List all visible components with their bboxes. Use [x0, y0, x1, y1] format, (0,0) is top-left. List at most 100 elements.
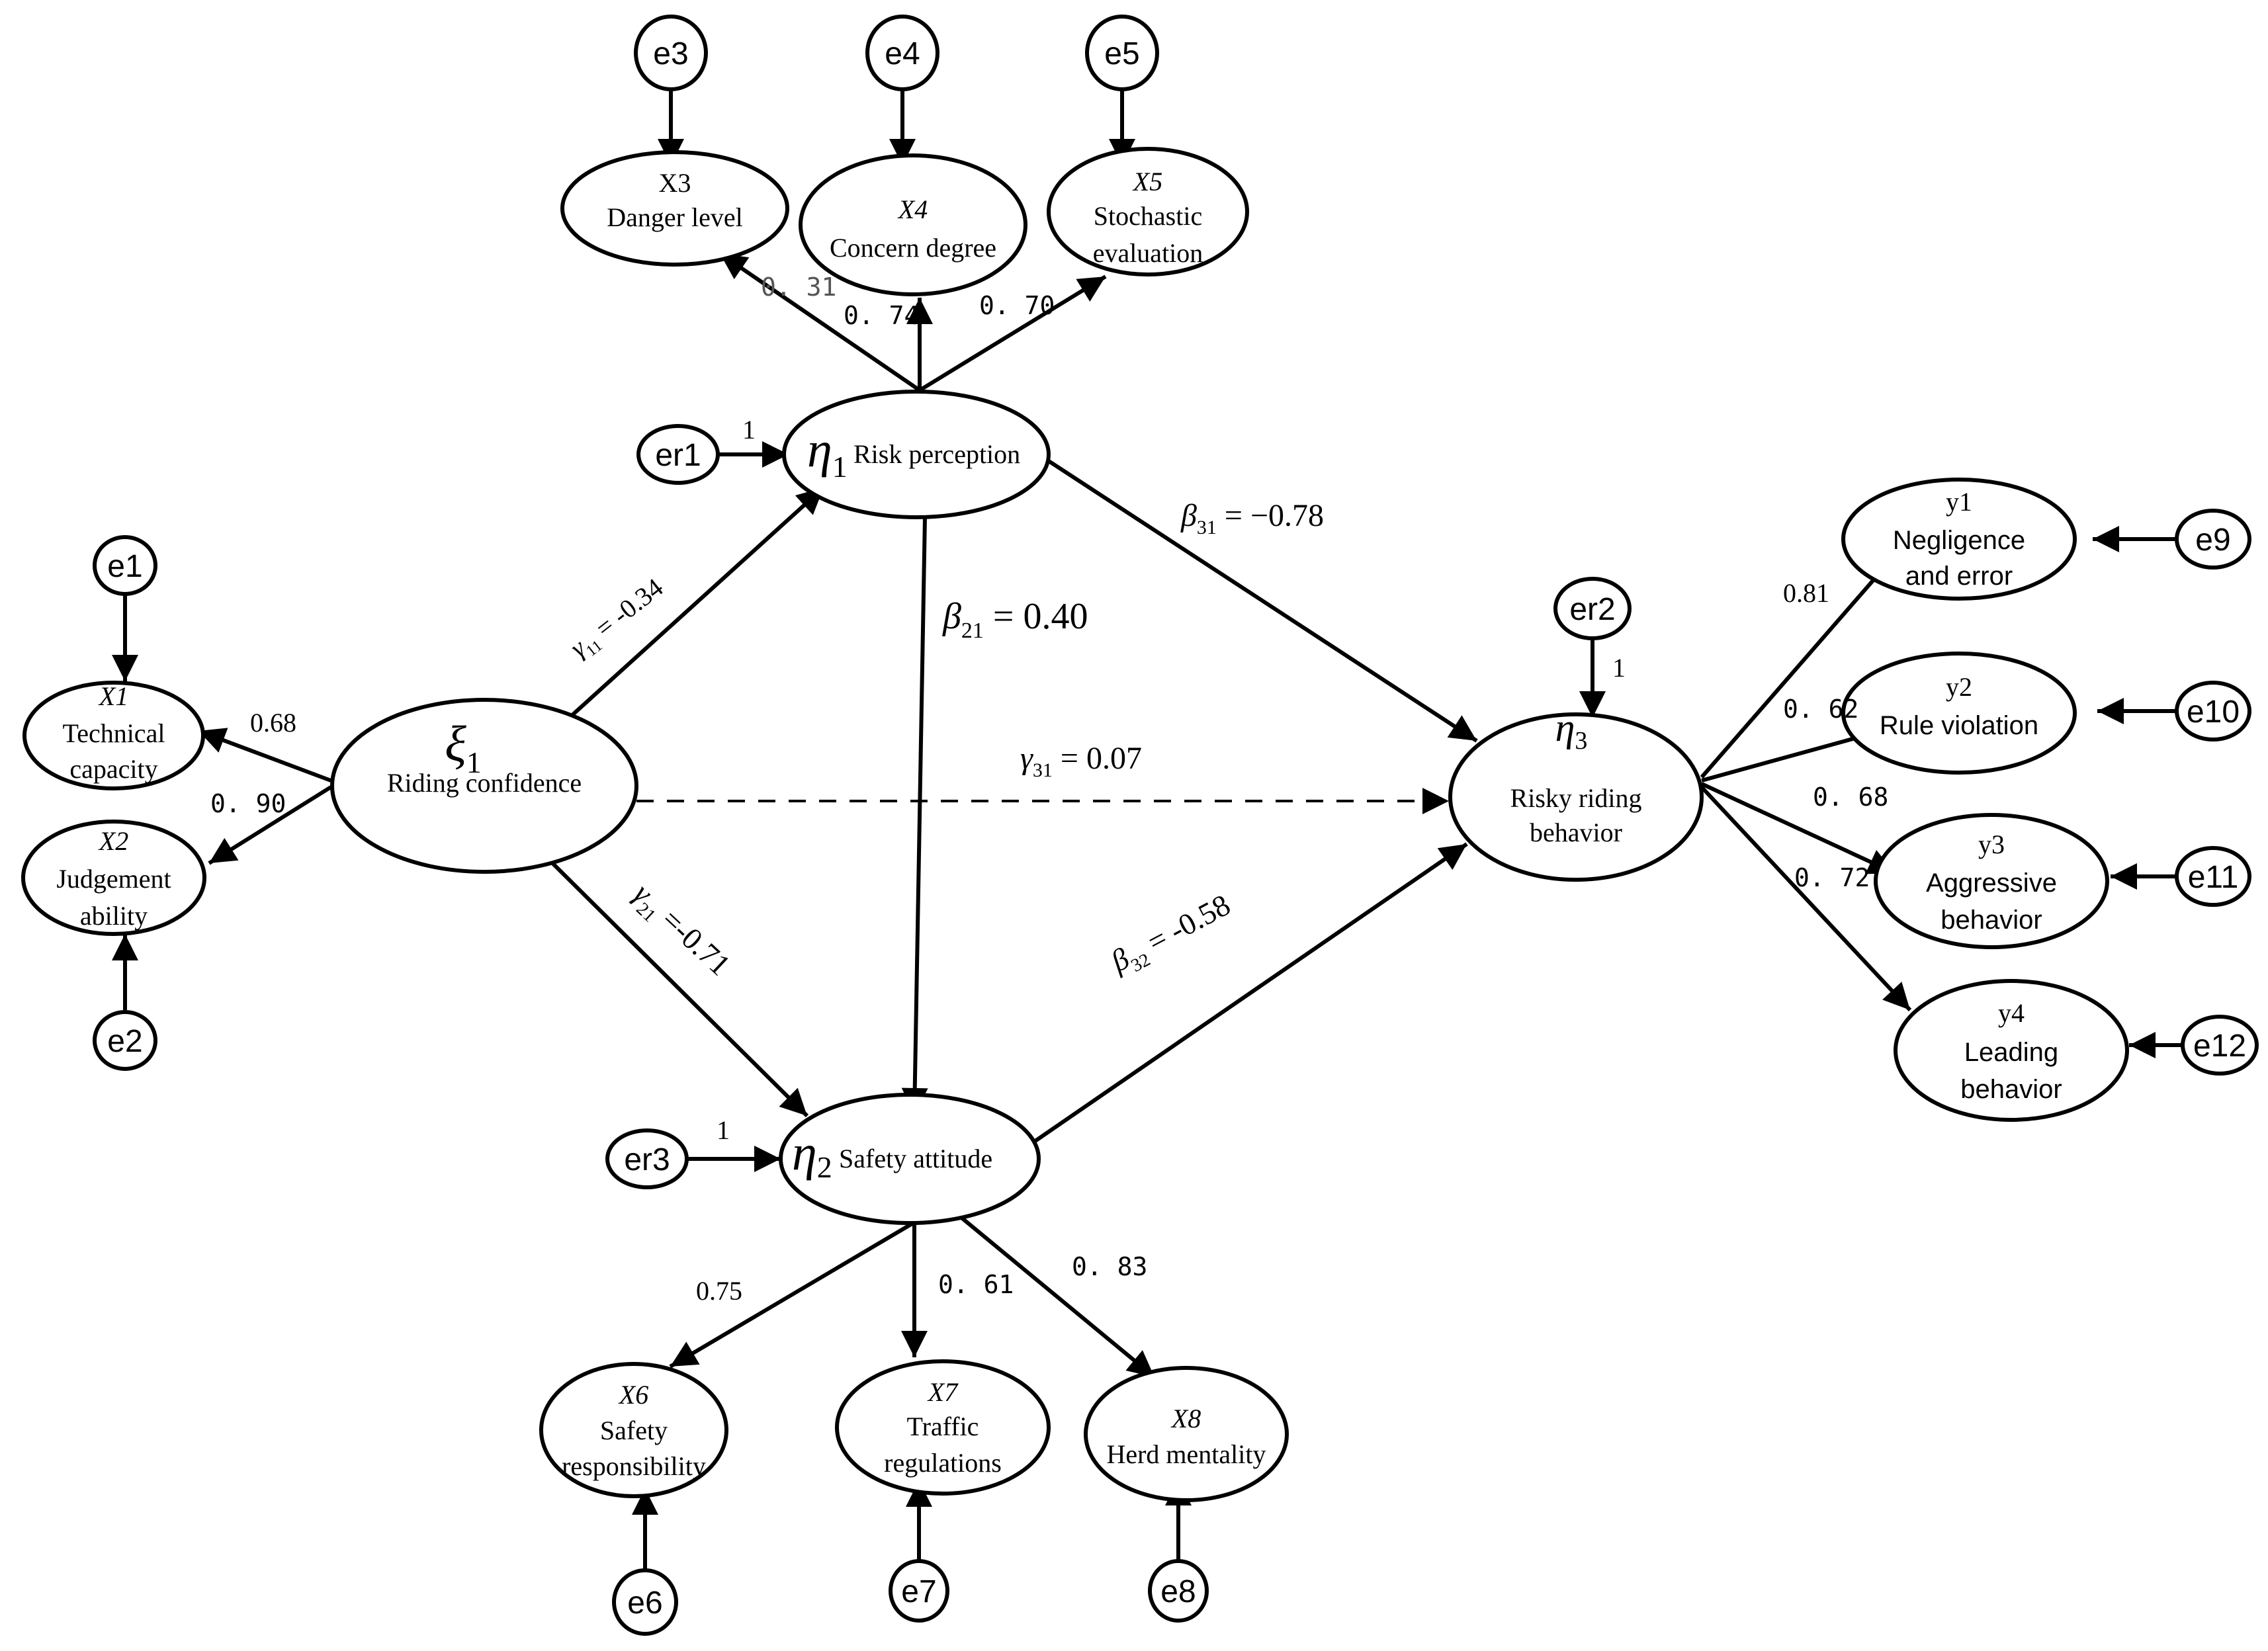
node-x4: X4 Concern degree: [799, 153, 1027, 296]
xi1-sub: 1: [466, 745, 482, 779]
loading-x5: 0. 70: [979, 291, 1055, 320]
node-e11: e11: [2175, 846, 2251, 907]
latent-nodes: ξ1 Riding confidence η1 Risk perception …: [330, 390, 1704, 1225]
error-nodes: e1 e2 e3 e4 e5 e6 e7 e8 e9 e10 e11 e12 e…: [93, 15, 2259, 1636]
svg-text:Leading: Leading: [1964, 1038, 2058, 1067]
node-e9: e9: [2175, 509, 2251, 570]
eta3-symbol: η: [1555, 706, 1575, 749]
svg-text:X3: X3: [659, 168, 691, 198]
node-e5: e5: [1085, 15, 1159, 91]
edge-eta3-y3: [1700, 782, 1896, 875]
eta3-sub: 3: [1575, 727, 1587, 755]
svg-text:behavior: behavior: [1941, 906, 2042, 935]
loading-y3: 0. 68: [1813, 783, 1888, 812]
edge-gamma21: [541, 851, 809, 1118]
eta2-sub: 2: [817, 1150, 832, 1184]
svg-text:η3: η3: [1555, 706, 1588, 755]
svg-text:Aggressive: Aggressive: [1926, 868, 2057, 898]
fixed-er1: 1: [742, 415, 756, 444]
node-xi1: ξ1 Riding confidence: [330, 698, 638, 874]
node-er3: er3: [605, 1128, 689, 1189]
node-x3: X3 Danger level: [560, 150, 789, 267]
svg-text:behavior: behavior: [1530, 818, 1622, 847]
eta1-sub: 1: [832, 450, 848, 484]
node-eta1: η1 Risk perception: [782, 390, 1051, 519]
svg-text:er1: er1: [655, 438, 701, 473]
node-e8: e8: [1148, 1559, 1209, 1623]
svg-text:e9: e9: [2195, 523, 2230, 558]
loading-x7: 0. 61: [938, 1270, 1014, 1299]
node-y1: y1 Negligence and error: [1841, 478, 2077, 601]
loading-x8: 0. 83: [1072, 1252, 1147, 1281]
svg-text:e4: e4: [885, 36, 920, 71]
edge-eta1-x3: [719, 251, 921, 392]
loading-y2: 0. 62: [1783, 695, 1858, 724]
svg-text:X4: X4: [897, 194, 928, 224]
node-y3: y3 Aggressive behavior: [1874, 813, 2109, 949]
svg-text:Rule violation: Rule violation: [1880, 711, 2038, 740]
node-e3: e3: [634, 15, 708, 91]
node-y2: y2 Rule violation: [1841, 652, 2077, 775]
loading-labels: 0.68 0. 90 0. 31 0. 74 0. 70 0.75 0. 61 …: [210, 273, 1888, 1306]
svg-text:e7: e7: [901, 1574, 936, 1609]
svg-text:Herd mentality: Herd mentality: [1106, 1439, 1266, 1469]
node-e2: e2: [93, 1010, 157, 1071]
svg-text:η1: η1: [807, 422, 848, 484]
svg-text:Traffic: Traffic: [907, 1412, 979, 1441]
node-x8: X8 Herd mentality: [1084, 1366, 1289, 1502]
svg-text:regulations: regulations: [884, 1448, 1002, 1478]
svg-text:y1: y1: [1946, 487, 1972, 517]
edge-gamma11: [564, 486, 826, 723]
svg-text:e1: e1: [107, 549, 142, 584]
edge-beta21: [901, 517, 928, 1115]
svg-text:e12: e12: [2193, 1029, 2246, 1064]
svg-text:Risky riding: Risky riding: [1510, 783, 1642, 813]
edge-eta2-x8: [951, 1208, 1156, 1379]
fixed-er2: 1: [1612, 653, 1626, 683]
svg-text:y4: y4: [1998, 998, 2025, 1028]
svg-text:e3: e3: [653, 36, 688, 71]
svg-text:e5: e5: [1104, 36, 1139, 71]
svg-text:e8: e8: [1160, 1574, 1196, 1609]
svg-text:Danger level: Danger level: [607, 202, 742, 232]
path-beta31: β31 = −0.78: [1180, 498, 1324, 538]
svg-text:η2: η2: [792, 1125, 832, 1184]
svg-text:e10: e10: [2187, 695, 2240, 730]
path-labels: β21 = 0.40 β31 = −0.78 γ31 = 0.07 γ11 = …: [564, 498, 1324, 986]
loading-y1: 0.81: [1783, 578, 1829, 608]
path-gamma21: γ21 =-0.71: [623, 876, 737, 986]
node-e1: e1: [93, 535, 157, 596]
node-eta2: η2 Safety attitude: [779, 1093, 1041, 1225]
path-gamma31: γ31 = 0.07: [1020, 741, 1142, 781]
node-y4: y4 Leading behavior: [1894, 979, 2129, 1122]
node-er1: er1: [636, 424, 720, 485]
svg-text:er2: er2: [1569, 592, 1615, 627]
svg-text:ξ1: ξ1: [445, 716, 482, 779]
path-beta32: β32 = -0.58: [1105, 888, 1239, 984]
edge-xi1-x1: [197, 728, 332, 783]
edges: [112, 90, 2182, 1570]
svg-text:y2: y2: [1946, 672, 1972, 702]
loading-x4: 0. 74: [844, 301, 919, 330]
path-gamma11: γ11 = -0.34: [564, 572, 672, 666]
node-e7: e7: [889, 1559, 949, 1623]
svg-text:Judgement: Judgement: [56, 864, 171, 894]
svg-text:and error: and error: [1905, 562, 2013, 591]
edge-eta3-y4: [1700, 785, 1912, 1012]
svg-text:Stochastic: Stochastic: [1094, 201, 1202, 231]
edge-beta32: [1026, 842, 1468, 1148]
svg-text:X6: X6: [618, 1380, 648, 1410]
node-e4: e4: [865, 15, 939, 91]
edge-xi1-x2: [208, 785, 332, 865]
node-e10: e10: [2175, 681, 2251, 741]
edge-beta31: [1045, 458, 1478, 743]
edge-eta3-y1: [1700, 556, 1896, 779]
node-e12: e12: [2181, 1015, 2259, 1076]
loading-x2: 0. 90: [210, 789, 286, 818]
eta1-symbol: η: [807, 422, 832, 478]
svg-text:e2: e2: [107, 1024, 142, 1059]
svg-text:X8: X8: [1170, 1404, 1201, 1433]
svg-text:Negligence: Negligence: [1893, 526, 2025, 555]
svg-text:Riding confidence: Riding confidence: [387, 768, 582, 798]
svg-text:evaluation: evaluation: [1093, 238, 1203, 268]
